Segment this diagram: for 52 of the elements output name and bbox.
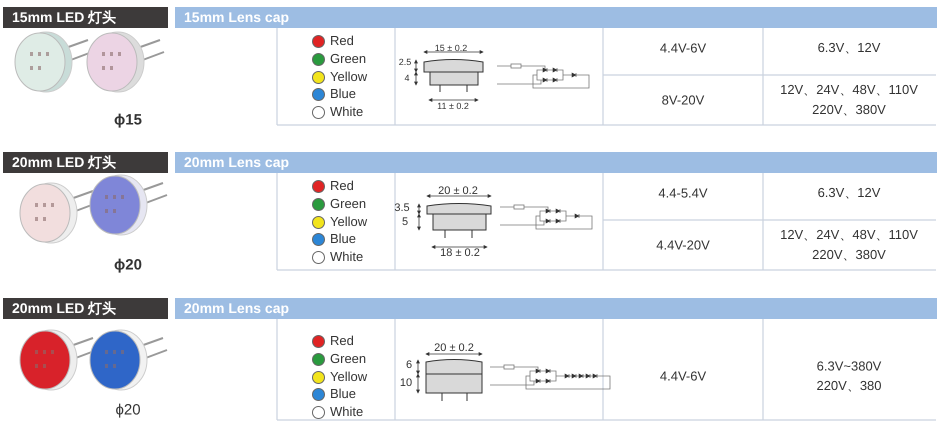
- header-title: 20mm Lens cap: [184, 300, 290, 316]
- legend-label: Blue: [330, 86, 356, 102]
- legend-label: Red: [330, 178, 354, 194]
- legend-label: Green: [330, 196, 366, 212]
- dimension-label: 4: [404, 73, 410, 83]
- legend-label: Yellow: [330, 68, 368, 85]
- diameter-label: ϕ20: [115, 402, 141, 418]
- header-title: 15mm Lens cap: [184, 9, 290, 25]
- dimension-label: 6: [406, 359, 412, 371]
- dimension-label: 3.5: [394, 202, 410, 214]
- voltage-cell: 8V-20V: [662, 92, 704, 108]
- legend-label: Red: [330, 333, 354, 349]
- voltage-cell-text: 12V、24V、48V、110V 220V、380V: [779, 226, 919, 264]
- header-band: [175, 7, 937, 28]
- dimension-label: 18 ± 0.2: [440, 247, 480, 259]
- legend-label: Yellow: [330, 368, 368, 385]
- header-band: [175, 152, 937, 173]
- legend-label: Green: [330, 350, 366, 367]
- header-title: 20mm LED 灯头: [12, 154, 116, 170]
- dimension-label: 15 ± 0.2: [434, 43, 468, 53]
- voltage-cell: 4.4V-6V: [660, 40, 706, 56]
- legend-label: Yellow: [330, 214, 368, 230]
- dimension-label: 11 ± 0.2: [437, 101, 469, 111]
- header-title: 20mm LED 灯头: [12, 300, 116, 316]
- voltage-cell: 220V、380: [816, 377, 882, 395]
- voltage-cell: 4.4V-20V: [656, 238, 710, 252]
- dimension-label: 5: [402, 216, 408, 228]
- legend-label: White: [330, 404, 364, 420]
- legend-label: Green: [330, 50, 366, 67]
- legend-label: Blue: [330, 386, 356, 402]
- voltage-cell: 4.4V-6V: [660, 368, 706, 384]
- voltage-cell: 6.3V~380V: [816, 358, 882, 374]
- voltage-cell-text: 12V、24V、48V、110V 220V、380V: [779, 81, 919, 119]
- header-band: [3, 152, 168, 173]
- header-title: 15mm LED 灯头: [12, 9, 116, 25]
- header-band: [3, 298, 168, 319]
- legend-label: White: [330, 249, 364, 266]
- voltage-cell: 6.3V、12V: [818, 39, 880, 57]
- dimension-label: 20 ± 0.2: [438, 185, 478, 197]
- legend-label: Red: [330, 33, 354, 49]
- header-band: [175, 298, 937, 319]
- voltage-cell: 6.3V、12V: [818, 184, 880, 202]
- legend-label: Blue: [330, 231, 356, 248]
- dimension-label: 10: [400, 377, 412, 389]
- diameter-label: ϕ20: [114, 256, 142, 274]
- legend-label: White: [330, 104, 364, 120]
- voltage-cell: 4.4-5.4V: [658, 186, 708, 200]
- diameter-label: ϕ15: [114, 112, 142, 128]
- dimension-label: 20 ± 0.2: [434, 342, 474, 354]
- dimension-label: 2.5: [398, 57, 412, 67]
- header-title: 20mm Lens cap: [184, 154, 290, 170]
- header-band: [3, 7, 168, 28]
